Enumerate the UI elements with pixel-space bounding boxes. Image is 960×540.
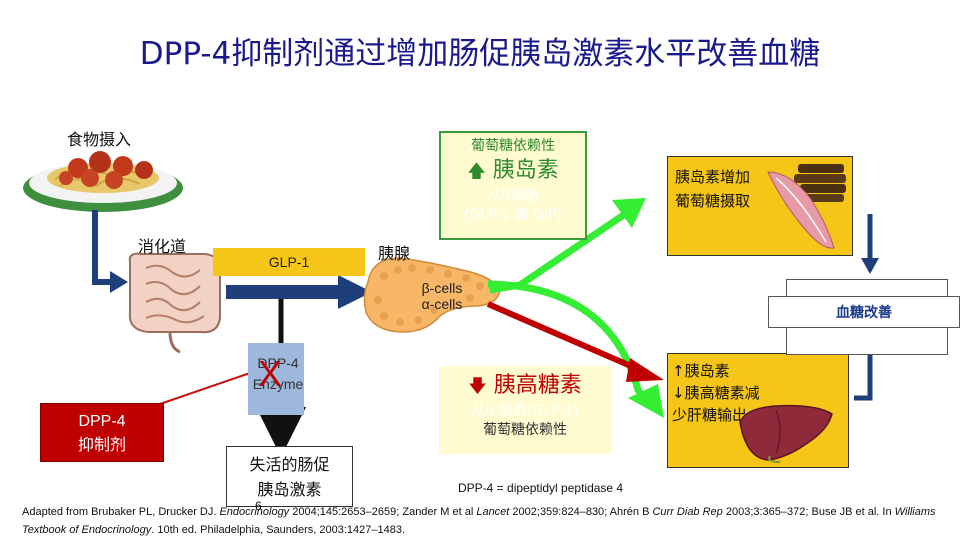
glucagon-main-row: 🡇 胰高糖素 xyxy=(439,371,611,402)
ref-journal: Curr Diab Rep xyxy=(652,506,723,518)
ref-part: 2004;145:2653–2659; Zander M et al xyxy=(289,506,477,518)
inactive-line-2: 胰岛激素 xyxy=(257,480,322,499)
muscle-line-1: 胰岛素增加 xyxy=(675,168,751,186)
blocked-x-mark: X xyxy=(258,353,283,394)
inactive-incretin-box: 失活的肠促 胰岛激素 xyxy=(226,446,353,507)
glucagon-effect-box: 🡇 胰高糖素 从α 细胞(GLP-1) 葡萄糖依赖性 xyxy=(439,366,611,454)
beta-cells-label: β-cells xyxy=(421,280,463,296)
muscle-line-2: 葡萄糖摄取 xyxy=(675,192,751,210)
references: Adapted from Brubaker PL, Drucker DJ. En… xyxy=(22,503,952,539)
glucagon-main-label: 胰高糖素 xyxy=(493,373,582,398)
ref-journal: Endocrinology xyxy=(219,506,290,518)
page-number: 6 xyxy=(255,499,262,513)
pancreas-icon xyxy=(363,257,501,333)
enzyme-line-2: Enzyme xyxy=(252,376,304,392)
ref-journal: Williams Textbook of Endocrinology xyxy=(22,506,936,536)
down-arrow-icon: 🡇 xyxy=(468,376,487,397)
inhibitor-line-1: DPP-4 xyxy=(78,413,126,430)
dpp4-enzyme-block xyxy=(248,343,304,415)
abbreviation-note: DPP-4 = dipeptidyl peptidase 4 xyxy=(458,481,624,495)
glucagon-to-liver-arrowhead xyxy=(626,358,664,382)
alpha-cells-label: α-cells xyxy=(421,296,463,312)
liver-icon xyxy=(739,404,833,463)
glucagon-to-liver-arrow xyxy=(486,301,642,373)
dpp4-enzyme-label: DPP-4 Enzyme xyxy=(246,353,310,395)
ref-part: Adapted from Brubaker PL, Drucker DJ. xyxy=(22,506,220,518)
food-plate-icon xyxy=(23,151,183,212)
gut-to-pancreas-arrowhead xyxy=(338,275,372,309)
muscle-icon xyxy=(767,164,846,249)
gut-to-pancreas-arrow xyxy=(226,285,340,299)
gi-tract-label: 消化道 xyxy=(138,237,187,256)
liver-line-1: ↑胰岛素 xyxy=(672,362,730,380)
insulin-source: 从β细胞 xyxy=(487,188,539,204)
food-intake-label: 食物摄入 xyxy=(67,130,132,149)
inactive-line-1: 失活的肠促 xyxy=(249,455,330,474)
liver-to-glucose-arrow xyxy=(854,348,873,401)
insulin-to-muscle-arrowhead xyxy=(612,198,646,228)
page-title: DPP-4抑制剂通过增加肠促胰岛激素水平改善血糖 xyxy=(139,36,821,72)
food-to-gut-arrow xyxy=(92,210,112,285)
muscle-to-glucose-arrowhead xyxy=(861,258,879,274)
ref-part: 2003;3:365–372; Buse JB et al. In xyxy=(722,506,895,518)
up-arrow-icon: 🡅 xyxy=(467,161,486,182)
liver-line-2: ↓胰高糖素减 xyxy=(672,384,760,402)
ref-part: . 10th ed. Philadelphia, Saunders, 2003:… xyxy=(151,524,406,536)
pancreas-cells-label: β-cells α-cells xyxy=(402,280,482,312)
insulin-incretins: (GLP-1 和 GIP) xyxy=(464,207,562,223)
pancreas-label: 胰腺 xyxy=(378,244,411,263)
enzyme-line-1: DPP-4 xyxy=(257,355,299,371)
inhibitor-link-line xyxy=(159,372,251,405)
glucagon-source: 从α 细胞(GLP-1) xyxy=(471,403,579,419)
insulin-main-label: 胰岛素 xyxy=(492,158,559,183)
glucagon-glucose-dependent: 葡萄糖依赖性 xyxy=(483,422,567,438)
insulin-glucose-dependent: 葡萄糖依赖性 xyxy=(471,138,555,154)
intestine-icon xyxy=(128,252,222,354)
liver-line-3: 少肝糖输出 xyxy=(672,406,748,424)
inhibitor-line-2: 抑制剂 xyxy=(77,435,126,454)
glp1-label-box: GLP-1 xyxy=(213,248,365,276)
ref-part: 2002;359:824–830; Ahrén B xyxy=(509,506,653,518)
dpp4-inhibitor-box: DPP-4 抑制剂 xyxy=(40,403,164,462)
ref-journal: Lancet xyxy=(476,506,510,518)
insulin-to-liver-arrowhead xyxy=(628,384,664,418)
glucose-improvement-box: 血糖改善 xyxy=(768,296,960,328)
insulin-effect-box: 葡萄糖依赖性 🡅 胰岛素 从β细胞 (GLP-1 和 GIP) xyxy=(439,131,587,240)
insulin-main-row: 🡅 胰岛素 xyxy=(441,156,585,187)
food-to-gut-arrowhead xyxy=(110,271,128,293)
